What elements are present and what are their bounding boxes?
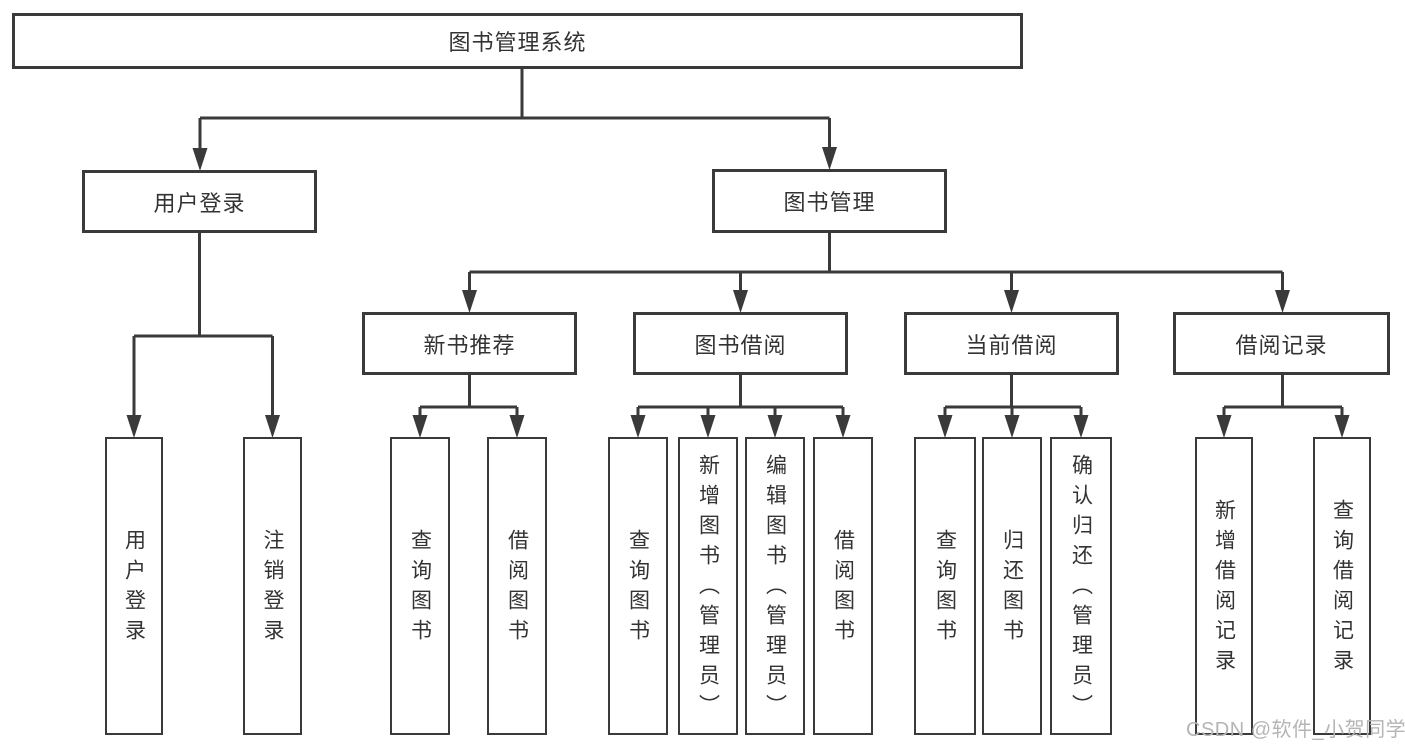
- arrowhead-icon: [1216, 415, 1232, 438]
- arrowhead-icon: [1073, 415, 1089, 438]
- node-book-borrowing: 图书借阅: [633, 312, 848, 375]
- node-return-books: 归还图书: [982, 437, 1042, 735]
- arrowhead-icon: [265, 415, 280, 438]
- node-new-book-recommendation: 新书推荐: [362, 312, 577, 375]
- connector-book-mgmt-to-level3: [462, 233, 1290, 313]
- node-query-books-cb: 查询图书: [914, 437, 976, 735]
- arrowhead-icon: [126, 415, 142, 438]
- node-book-management: 图书管理: [712, 169, 947, 233]
- node-borrow-books-bb: 借阅图书: [813, 437, 873, 735]
- arrowhead-icon: [767, 415, 783, 438]
- node-library-management-system: 图书管理系统: [12, 13, 1023, 69]
- arrowhead-icon: [822, 147, 837, 170]
- arrowhead-icon: [1004, 290, 1019, 313]
- arrowhead-icon: [412, 415, 428, 438]
- arrowhead-icon: [462, 290, 477, 313]
- connector-current-borrow-to-leaves: [937, 375, 1089, 438]
- node-confirm-return-admin: 确认归还（管理员）: [1050, 437, 1112, 735]
- node-logout: 注销登录: [243, 437, 302, 735]
- arrowhead-icon: [509, 415, 525, 438]
- arrowhead-icon: [630, 415, 646, 438]
- node-query-books-bb: 查询图书: [608, 437, 668, 735]
- arrowhead-icon: [192, 148, 208, 171]
- node-user-login: 用户登录: [82, 170, 317, 233]
- arrowhead-icon: [1275, 290, 1290, 313]
- arrowhead-icon: [835, 415, 851, 438]
- connector-user-login-to-leaves: [126, 233, 280, 438]
- node-borrowing-records: 借阅记录: [1173, 312, 1390, 375]
- connector-book-borrow-to-leaves: [630, 375, 851, 438]
- node-add-books-admin: 新增图书（管理员）: [678, 437, 738, 735]
- csdn-watermark: CSDN @软件_小贺同学: [1186, 719, 1405, 741]
- arrowhead-icon: [937, 415, 953, 438]
- connector-new-books-to-leaves: [412, 375, 525, 438]
- node-borrow-books-nb: 借阅图书: [487, 437, 547, 735]
- arrowhead-icon: [700, 415, 716, 438]
- arrowhead-icon: [733, 290, 748, 313]
- node-query-books-nb: 查询图书: [390, 437, 450, 735]
- node-user-login-leaf: 用户登录: [105, 437, 163, 735]
- node-edit-books-admin: 编辑图书（管理员）: [745, 437, 805, 735]
- arrowhead-icon: [1004, 415, 1020, 438]
- connector-borrow-records-to-leaves: [1216, 375, 1350, 438]
- node-add-borrow-record: 新增借阅记录: [1195, 437, 1253, 735]
- connector-root-to-level2: [192, 69, 837, 171]
- node-current-borrowing: 当前借阅: [904, 312, 1119, 375]
- node-query-borrow-record: 查询借阅记录: [1313, 437, 1371, 735]
- arrowhead-icon: [1334, 415, 1350, 438]
